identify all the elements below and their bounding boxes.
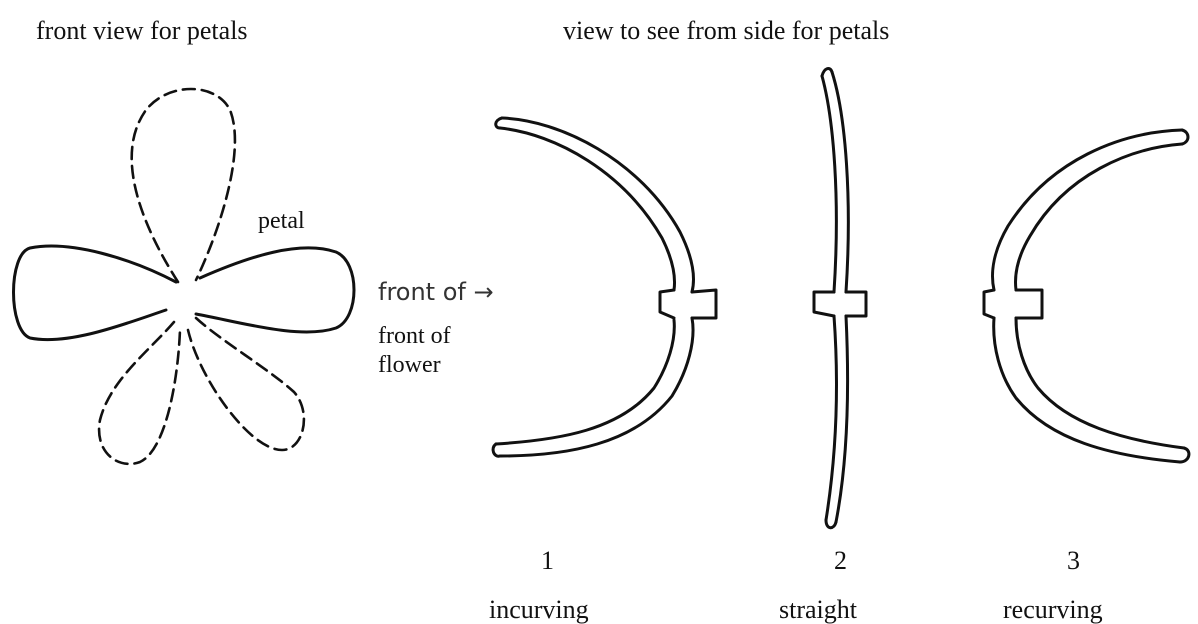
recurving-petal-side: [984, 130, 1189, 462]
incurving-petal-side: [493, 118, 716, 456]
left-petal-solid: [14, 246, 177, 340]
form-name-straight: straight: [779, 597, 857, 623]
form-number-2: 2: [834, 548, 847, 574]
top-petal-dashed: [132, 89, 235, 282]
form-name-incurving: incurving: [489, 597, 589, 623]
straight-receptacle: [814, 292, 866, 316]
incurving-upper-arm: [502, 118, 694, 292]
incurving-lower-arm: [500, 318, 693, 456]
straight-lower-arm: [826, 316, 836, 520]
right-petal-solid: [196, 248, 354, 332]
bottom-right-petal-dashed: [188, 318, 304, 450]
form-name-recurving: recurving: [1003, 597, 1103, 623]
front-of-flower-annotation: front of flower: [378, 322, 488, 380]
recurving-upper-arm: [993, 130, 1182, 290]
straight-petal-side: [814, 69, 866, 528]
incurving-receptacle: [660, 290, 716, 318]
straight-upper-arm: [822, 76, 836, 292]
front-of-arrow-annotation: front of →: [378, 280, 494, 304]
bottom-left-petal-dashed: [99, 322, 180, 464]
form-number-3: 3: [1067, 548, 1080, 574]
front-view-flower: [14, 89, 355, 464]
petal-annotation: petal: [258, 209, 305, 233]
form-number-1: 1: [541, 548, 554, 574]
recurving-lower-arm: [994, 318, 1180, 462]
recurving-receptacle: [984, 290, 1042, 318]
